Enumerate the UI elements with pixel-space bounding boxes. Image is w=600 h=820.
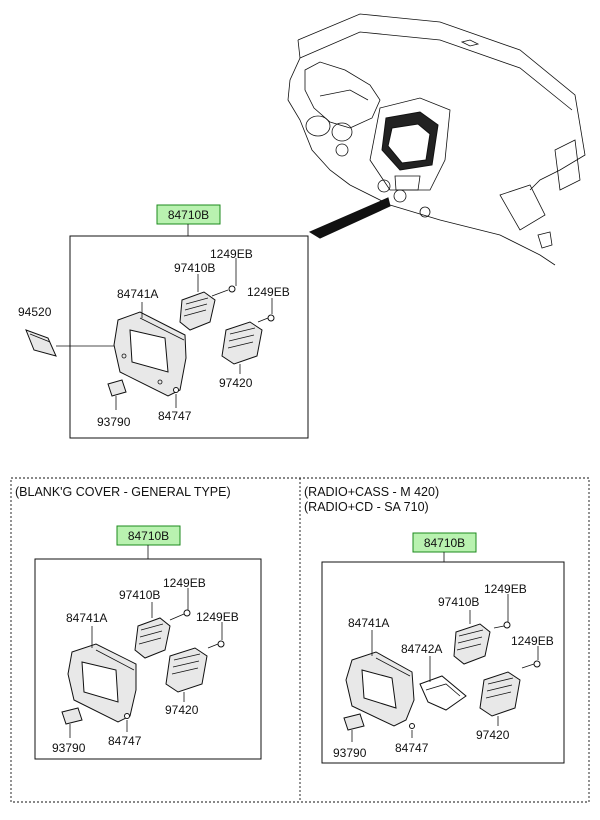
general-assembly-label: 84710B [128,529,169,543]
radio-label-cover: 84742A [401,642,442,656]
dashboard-illustration [287,13,586,266]
general-label-duct-upper: 97410B [119,588,160,602]
general-type-panel: (BLANK'G COVER - GENERAL TYPE) 84710B 84… [15,485,262,760]
radio-label-screw-2: 1249EB [511,634,554,648]
radio-type-panel: (RADIO+CASS - M 420) (RADIO+CD - SA 710)… [304,485,565,764]
general-label-clip: 93790 [52,741,86,755]
duct-upper-97410b [179,274,216,331]
screw-2-1249eb [257,298,275,323]
radio-assembly-highlight [412,532,477,553]
main-label-bezel: 84741A [117,287,158,301]
main-assembly-highlight [156,204,221,225]
radio-label-screw-1: 1249EB [484,582,527,596]
main-label-screw-1: 1249EB [210,247,253,261]
radio-type-caption-1: (RADIO+CASS - M 420) [304,485,439,499]
radio-label-bezel: 84741A [348,616,389,630]
general-label-screw-2: 1249EB [196,610,239,624]
main-label-bracket: 94520 [18,305,52,319]
general-label-duct-lower: 97420 [165,703,199,717]
main-exploded-view: 84710B 94520 84741A 97410B [18,204,309,439]
screw-1-1249eb [211,258,237,297]
main-label-clip: 93790 [97,415,131,429]
general-label-screw-1: 1249EB [163,576,206,590]
main-frame [69,235,309,439]
general-assembly-highlight [116,525,181,546]
radio-label-duct-lower: 97420 [476,728,510,742]
radio-assembly-label: 84710B [424,536,465,550]
general-type-caption: (BLANK'G COVER - GENERAL TYPE) [15,485,231,499]
pin-84747 [173,387,179,408]
radio-label-duct-upper: 97410B [438,595,479,609]
main-label-duct-upper: 97410B [174,261,215,275]
main-label-screw-2: 1249EB [247,285,290,299]
general-label-bezel: 84741A [66,611,107,625]
main-label-duct-lower: 97420 [219,376,253,390]
radio-type-caption-2: (RADIO+CD - SA 710) [304,500,429,514]
main-assembly-label: 84710B [168,208,209,222]
bracket-94520 [25,329,118,357]
bezel-84741a [113,302,187,397]
clip-93790 [107,379,127,410]
radio-label-clip: 93790 [333,746,367,760]
general-label-pin: 84747 [108,734,142,748]
main-label-pin: 84747 [158,409,192,423]
duct-lower-97420 [221,321,263,374]
radio-label-pin: 84747 [395,741,429,755]
